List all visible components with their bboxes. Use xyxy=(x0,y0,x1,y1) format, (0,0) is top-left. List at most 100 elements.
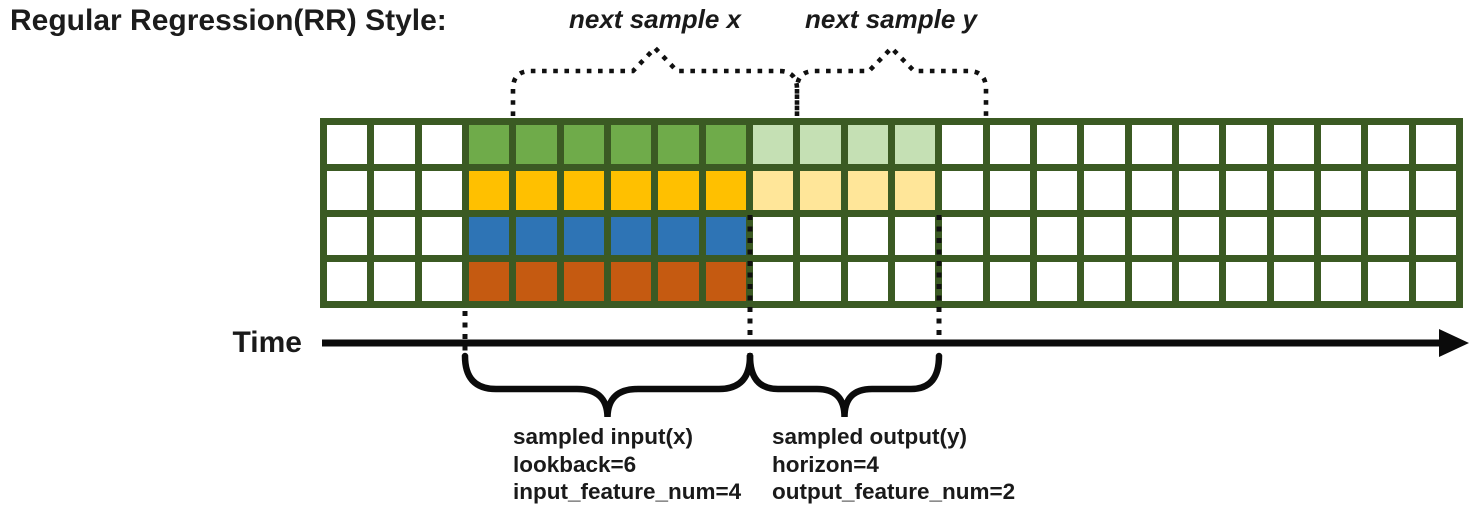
grid-cell xyxy=(1036,125,1078,164)
grid-cell xyxy=(752,125,794,164)
sampled-input-brace xyxy=(461,352,754,418)
grid-cell xyxy=(989,125,1030,164)
horizon-value: horizon=4 xyxy=(772,451,879,477)
output-feature-num: output_feature_num=2 xyxy=(772,479,1016,504)
grid-cell xyxy=(1131,262,1172,301)
grid-cell xyxy=(1131,170,1172,210)
grid-cell xyxy=(563,216,604,256)
grid-cell xyxy=(1320,262,1362,301)
grid-cell xyxy=(1320,170,1362,210)
grid-cell xyxy=(421,262,462,301)
grid-cell xyxy=(1084,262,1125,301)
grid-cell xyxy=(468,125,510,164)
grid-cell xyxy=(1084,170,1125,210)
grid-cell xyxy=(327,262,368,301)
grid-cell xyxy=(468,170,510,210)
grid-cell xyxy=(1226,170,1267,210)
diagram-title: Regular Regression(RR) Style: xyxy=(10,4,447,37)
grid-cell xyxy=(610,216,652,256)
grid-cell xyxy=(705,216,746,256)
grid-cell xyxy=(705,125,746,164)
grid-cell xyxy=(421,170,462,210)
sampled-output-annotation: sampled output(y) horizon=4 output_featu… xyxy=(772,423,1015,506)
grid-cell xyxy=(1178,262,1220,301)
grid-cell xyxy=(516,216,557,256)
grid-cell xyxy=(1320,216,1362,256)
grid-cell xyxy=(1368,262,1409,301)
grid-cell xyxy=(894,170,936,210)
grid-cell xyxy=(1415,216,1456,256)
grid-cell xyxy=(468,262,510,301)
grid-cell xyxy=(1084,216,1125,256)
lookback-value: lookback=6 xyxy=(513,451,637,477)
grid-cell xyxy=(1084,125,1125,164)
grid-cell xyxy=(1226,125,1267,164)
grid-cell xyxy=(658,170,699,210)
grid-cell xyxy=(563,262,604,301)
grid-cell xyxy=(327,216,368,256)
grid-cell xyxy=(468,216,510,256)
grid-cell xyxy=(610,262,652,301)
grid-cell xyxy=(327,125,368,164)
time-axis-label: Time xyxy=(232,326,302,359)
grid-cell xyxy=(658,125,699,164)
time-axis-arrowhead xyxy=(1439,329,1469,357)
grid-cell xyxy=(942,170,983,210)
grid-cell xyxy=(800,125,841,164)
grid-cell xyxy=(1036,170,1078,210)
grid-cell xyxy=(1273,125,1314,164)
sampled-input-annotation: sampled input(x) lookback=6 input_featur… xyxy=(513,423,741,506)
grid-cell xyxy=(942,125,983,164)
grid-cell xyxy=(1036,216,1078,256)
grid-cell xyxy=(1415,125,1456,164)
next-sample-y-brace xyxy=(794,44,989,116)
grid-cell xyxy=(658,216,699,256)
grid-cell xyxy=(800,170,841,210)
sampled-output-brace xyxy=(746,352,943,418)
next-sample-x-brace xyxy=(510,44,800,116)
grid-cell xyxy=(1178,170,1220,210)
sampled-output-title: sampled output(y) xyxy=(772,424,967,449)
grid-cell xyxy=(752,216,794,256)
grid-cell xyxy=(847,170,888,210)
grid-cell xyxy=(1178,216,1220,256)
grid-cell xyxy=(563,170,604,210)
grid-cell xyxy=(989,262,1030,301)
grid-cell xyxy=(516,262,557,301)
grid-cell xyxy=(1273,216,1314,256)
grid-cell xyxy=(800,262,841,301)
grid-cell xyxy=(942,216,983,256)
grid-cell xyxy=(1368,125,1409,164)
next-sample-y-label: next sample y xyxy=(805,4,977,34)
grid-cell xyxy=(610,170,652,210)
grid-cell xyxy=(894,125,936,164)
grid-cell xyxy=(1320,125,1362,164)
grid-cell xyxy=(421,125,462,164)
grid-cell xyxy=(374,170,415,210)
grid-cell xyxy=(989,216,1030,256)
grid-cell xyxy=(1273,170,1314,210)
grid-cell xyxy=(374,216,415,256)
grid-cell xyxy=(1368,216,1409,256)
grid-cell xyxy=(1226,216,1267,256)
grid-cell xyxy=(421,216,462,256)
grid-cell xyxy=(1178,125,1220,164)
grid-cell xyxy=(847,125,888,164)
grid-cell xyxy=(1273,262,1314,301)
grid-cell xyxy=(1415,262,1456,301)
grid-cell xyxy=(1131,216,1172,256)
grid-cell xyxy=(752,262,794,301)
grid-cell xyxy=(658,262,699,301)
grid-cell xyxy=(1415,170,1456,210)
next-sample-x-label: next sample x xyxy=(569,4,741,34)
input-feature-num: input_feature_num=4 xyxy=(513,479,742,504)
grid-cell xyxy=(752,170,794,210)
grid-cell xyxy=(610,125,652,164)
grid-cell xyxy=(1036,262,1078,301)
grid-cell xyxy=(516,125,557,164)
grid-cell xyxy=(705,262,746,301)
grid-cell xyxy=(374,125,415,164)
grid-cell xyxy=(705,170,746,210)
grid-cell xyxy=(1131,125,1172,164)
